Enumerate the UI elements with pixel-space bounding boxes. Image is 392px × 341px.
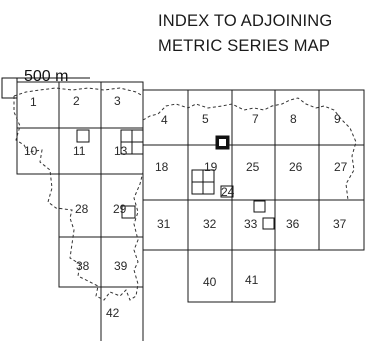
boundary-line bbox=[13, 87, 357, 301]
sheet-13: 13 bbox=[114, 144, 128, 158]
sheet-41: 41 bbox=[245, 273, 259, 287]
scale-bar: 500 m bbox=[1, 68, 90, 99]
sheet-numbers: 1 2 3 4 5 7 8 9 10 11 13 18 19 25 26 27 … bbox=[24, 94, 348, 320]
sheet-4: 4 bbox=[161, 113, 168, 127]
grid-left-block bbox=[16, 81, 144, 341]
insert-boxes bbox=[76, 129, 275, 230]
sheet-3: 3 bbox=[114, 94, 121, 108]
sheet-1: 1 bbox=[30, 95, 37, 109]
sheet-27: 27 bbox=[334, 160, 348, 174]
sheet-39: 39 bbox=[114, 259, 128, 273]
sheet-19: 19 bbox=[204, 160, 218, 174]
sheet-37: 37 bbox=[333, 217, 347, 231]
sheet-26: 26 bbox=[289, 160, 303, 174]
sheet-29: 29 bbox=[113, 202, 127, 216]
sheet-32: 32 bbox=[203, 217, 217, 231]
sheet-42: 42 bbox=[106, 306, 120, 320]
sheet-9: 9 bbox=[334, 112, 341, 126]
map-title-line-2: METRIC SERIES MAP bbox=[158, 37, 331, 55]
scale-label: 500 m bbox=[24, 68, 68, 85]
sheet-11: 11 bbox=[73, 144, 86, 158]
grid-right-block bbox=[142, 89, 365, 303]
sheet-2: 2 bbox=[73, 94, 80, 108]
sheet-24: 24 bbox=[221, 185, 235, 199]
sheet-10: 10 bbox=[24, 144, 38, 158]
sheet-40: 40 bbox=[203, 275, 217, 289]
sheet-25: 25 bbox=[246, 160, 260, 174]
map-title-line-1: INDEX TO ADJOINING bbox=[158, 12, 333, 30]
sheet-31: 31 bbox=[157, 217, 171, 231]
sheet-28: 28 bbox=[75, 202, 89, 216]
sheet-18: 18 bbox=[155, 160, 169, 174]
sheet-36: 36 bbox=[286, 217, 300, 231]
sheet-8: 8 bbox=[290, 112, 297, 126]
sheet-33: 33 bbox=[244, 217, 258, 231]
sheet-38: 38 bbox=[76, 259, 90, 273]
sheet-7: 7 bbox=[252, 112, 259, 126]
sheet-5: 5 bbox=[202, 112, 209, 126]
